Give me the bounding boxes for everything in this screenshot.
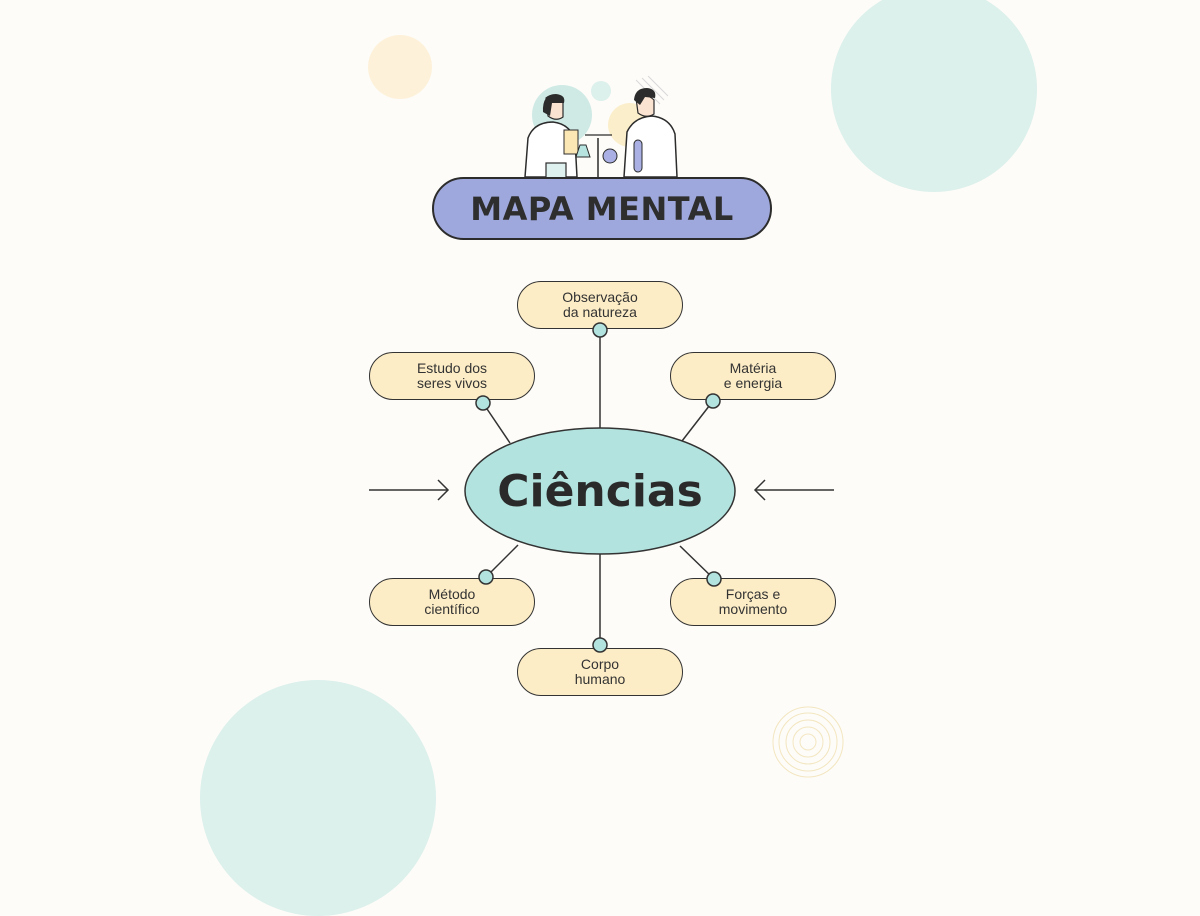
branch-label: Matéria e energia bbox=[723, 360, 783, 391]
branch-label: Observação da natureza bbox=[562, 289, 638, 320]
title-banner: MAPA MENTAL bbox=[432, 177, 772, 240]
branch-label: Corpo humano bbox=[574, 656, 626, 687]
arrow-left-icon bbox=[753, 479, 834, 501]
branch-node-bottom[interactable]: Corpo humano bbox=[517, 648, 683, 696]
decorative-bubble bbox=[831, 0, 1037, 192]
central-topic[interactable]: Ciências bbox=[497, 465, 703, 517]
branch-label: Forças e movimento bbox=[718, 586, 788, 617]
branch-node-top[interactable]: Observação da natureza bbox=[517, 281, 683, 329]
arrow-right-icon bbox=[369, 479, 450, 501]
branch-node-bottom-right[interactable]: Forças e movimento bbox=[670, 578, 836, 626]
branch-label: Método científico bbox=[424, 586, 480, 617]
decorative-bubble bbox=[368, 35, 432, 99]
scientists-illustration bbox=[524, 75, 678, 186]
central-node-shape bbox=[464, 427, 736, 555]
branch-label: Estudo dos seres vivos bbox=[416, 360, 488, 391]
branch-node-bottom-left[interactable]: Método científico bbox=[369, 578, 535, 626]
mind-map-canvas bbox=[369, 75, 844, 778]
concentric-rings-decoration bbox=[772, 706, 844, 778]
branch-node-top-left[interactable]: Estudo dos seres vivos bbox=[369, 352, 535, 400]
branch-node-top-right[interactable]: Matéria e energia bbox=[670, 352, 836, 400]
page-title: MAPA MENTAL bbox=[470, 189, 734, 228]
